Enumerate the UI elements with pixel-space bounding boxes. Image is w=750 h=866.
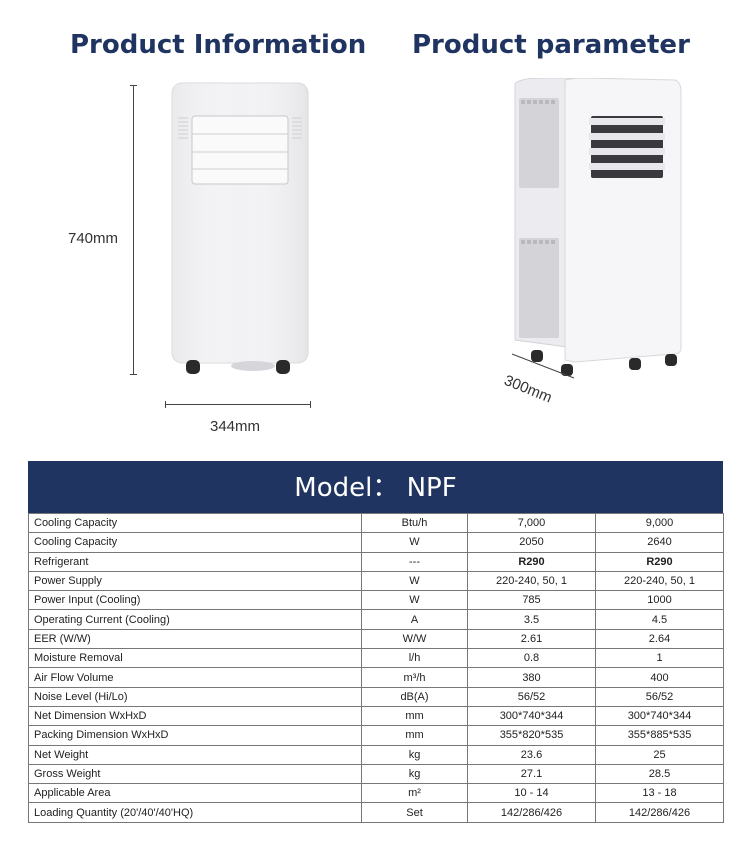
product-parameter-heading: Product parameter [412, 30, 690, 60]
spec-value-7000-cell: 27.1 [467, 763, 596, 785]
spec-name-cell: Operating Current (Cooling) [28, 609, 362, 630]
spec-value-9000-cell: 9,000 [595, 512, 724, 534]
spec-value-7000-cell: R290 [467, 551, 596, 572]
air-conditioner-side-photo [514, 78, 682, 376]
spec-unit-cell: dB(A) [361, 686, 468, 707]
depth-dimension-line [511, 353, 575, 379]
spec-unit-cell: mm [361, 705, 468, 727]
spec-value-7000-cell: 10 - 14 [467, 783, 596, 804]
spec-value-9000-cell: 13 - 18 [595, 783, 724, 804]
spec-name-cell: Net Weight [28, 744, 362, 765]
spec-value-9000-cell: 300*740*344 [595, 705, 724, 727]
spec-value-9000-cell: 400 [595, 667, 724, 688]
spec-name-cell: Moisture Removal [28, 648, 362, 669]
spec-unit-cell: kg [361, 763, 468, 785]
spec-value-9000-cell: 220-240, 50, 1 [595, 570, 724, 592]
spec-unit-cell: m³/h [361, 667, 468, 688]
spec-value-7000-cell: 142/286/426 [467, 802, 596, 823]
spec-value-9000-cell: 1 [595, 648, 724, 669]
spec-name-cell: EER (W/W) [28, 628, 362, 650]
spec-unit-cell: mm [361, 725, 468, 746]
spec-unit-cell: W [361, 590, 468, 611]
spec-value-9000-cell: 2.64 [595, 628, 724, 650]
spec-value-7000-cell: 23.6 [467, 744, 596, 765]
product-information-heading: Product Information [70, 30, 367, 60]
width-dimension-line [165, 401, 311, 408]
height-dimension-line [130, 85, 137, 375]
spec-value-7000-cell: 0.8 [467, 648, 596, 669]
spec-name-cell: Noise Level (Hi/Lo) [28, 686, 362, 707]
spec-unit-cell: W/W [361, 628, 468, 650]
spec-value-7000-cell: 300*740*344 [467, 705, 596, 727]
spec-unit-cell: A [361, 609, 468, 630]
spec-name-cell: Loading Quantity (20'/40'/40'HQ) [28, 802, 362, 823]
spec-name-cell: Packing Dimension WxHxD [28, 725, 362, 746]
spec-name-cell: Applicable Area [28, 783, 362, 804]
spec-name-cell: Gross Weight [28, 763, 362, 785]
spec-unit-cell: l/h [361, 648, 468, 669]
spec-value-7000-cell: 785 [467, 590, 596, 611]
spec-name-cell: Power Supply [28, 570, 362, 592]
spec-value-9000-cell: 25 [595, 744, 724, 765]
spec-name-cell: Cooling Capacity [28, 512, 362, 534]
spec-name-cell: Cooling Capacity [28, 532, 362, 553]
model-title-bar: Model： NPF [28, 461, 723, 513]
spec-unit-cell: Set [361, 802, 468, 823]
spec-unit-cell: W [361, 570, 468, 592]
spec-name-cell: Air Flow Volume [28, 667, 362, 688]
spec-value-9000-cell: 2640 [595, 532, 724, 553]
spec-value-7000-cell: 3.5 [467, 609, 596, 630]
spec-value-7000-cell: 2050 [467, 532, 596, 553]
spec-value-7000-cell: 355*820*535 [467, 725, 596, 746]
spec-name-cell: Net Dimension WxHxD [28, 705, 362, 727]
spec-unit-cell: m² [361, 783, 468, 804]
spec-value-9000-cell: 355*885*535 [595, 725, 724, 746]
spec-value-9000-cell: 1000 [595, 590, 724, 611]
spec-value-7000-cell: 2.61 [467, 628, 596, 650]
spec-value-9000-cell: R290 [595, 551, 724, 572]
air-conditioner-front-photo [171, 82, 309, 374]
width-dimension-label: 344mm [210, 418, 261, 435]
spec-value-9000-cell: 4.5 [595, 609, 724, 630]
spec-unit-cell: Btu/h [361, 512, 468, 534]
spec-value-9000-cell: 142/286/426 [595, 802, 724, 823]
spec-name-cell: Power Input (Cooling) [28, 590, 362, 611]
spec-value-9000-cell: 56/52 [595, 686, 724, 707]
spec-value-7000-cell: 7,000 [467, 512, 596, 534]
spec-value-7000-cell: 56/52 [467, 686, 596, 707]
spec-unit-cell: W [361, 532, 468, 553]
spec-unit-cell: kg [361, 744, 468, 765]
spec-name-cell: Refrigerant [28, 551, 362, 572]
spec-value-7000-cell: 380 [467, 667, 596, 688]
spec-value-9000-cell: 28.5 [595, 763, 724, 785]
spec-value-7000-cell: 220-240, 50, 1 [467, 570, 596, 592]
spec-unit-cell: --- [361, 551, 468, 572]
height-dimension-label: 740mm [68, 230, 119, 247]
